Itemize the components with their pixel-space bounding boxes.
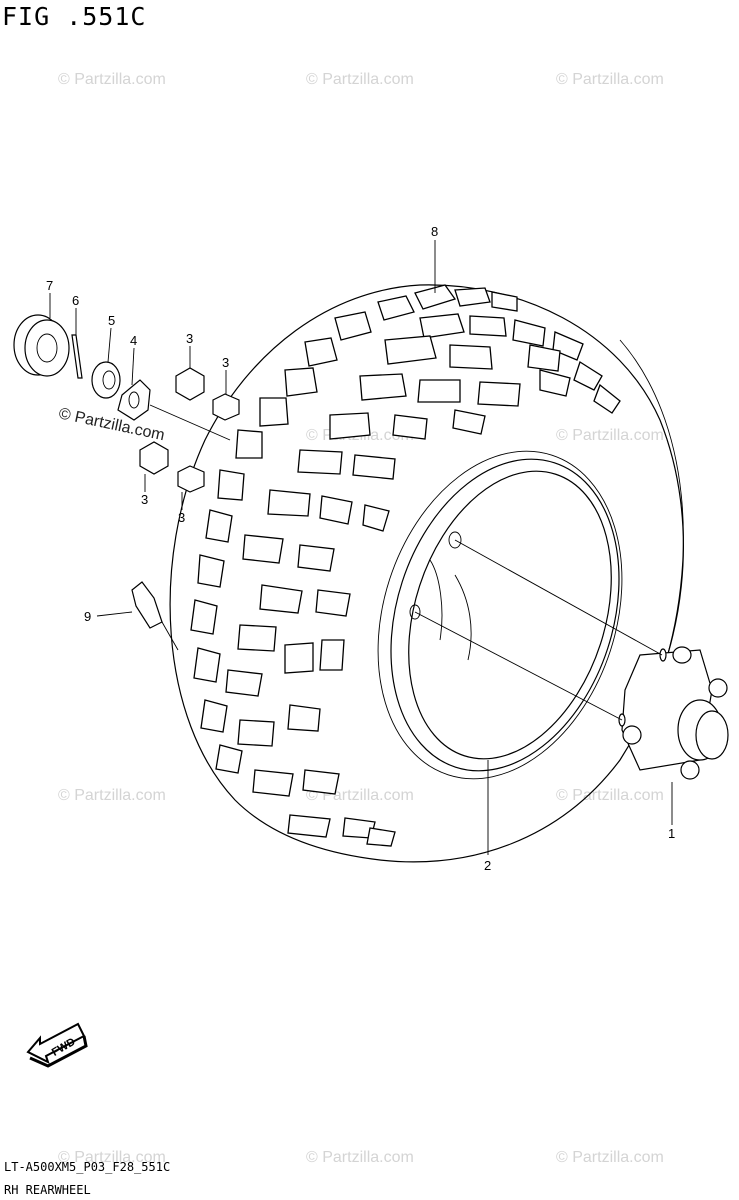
callout-2: 2 (484, 858, 491, 873)
diagram-caption: RH REARWHEEL (4, 1183, 91, 1197)
callout-3: 3 (186, 331, 193, 346)
callout-4: 4 (130, 333, 137, 348)
callout-1: 1 (668, 826, 675, 841)
rim-stud-hole (448, 531, 462, 549)
leader-line (149, 404, 231, 441)
watermark: © Partzilla.com (556, 787, 664, 804)
callout-6: 6 (72, 293, 79, 308)
callout-3: 3 (141, 492, 148, 507)
lug-nut[interactable] (175, 367, 205, 401)
watermark: © Partzilla.com (556, 71, 664, 88)
diagram-code: LT-A500XM5_P03_F28_551C (4, 1160, 171, 1174)
fwd-arrow: FWD (26, 1022, 88, 1068)
washer[interactable] (117, 379, 151, 421)
callout-3: 3 (178, 510, 185, 525)
callout-9: 9 (84, 609, 91, 624)
rim[interactable] (338, 419, 662, 810)
cotter-pin[interactable] (71, 334, 83, 379)
callout-leaders (49, 240, 673, 855)
tread-pattern (190, 284, 621, 847)
callout-7: 7 (46, 278, 53, 293)
axle-nut[interactable] (91, 361, 121, 399)
wheel-hub[interactable] (618, 646, 729, 780)
callout-5: 5 (108, 313, 115, 328)
hub-cap-nut[interactable] (13, 314, 70, 377)
valve-stem[interactable] (131, 581, 179, 651)
callouts: 8 7 6 5 4 3 3 3 3 9 2 1 (46, 224, 675, 873)
watermark: © Partzilla.com (556, 427, 664, 444)
rim-stud-hole (409, 604, 421, 620)
watermark: © Partzilla.com (556, 1149, 664, 1166)
watermark: © Partzilla.com (306, 1149, 414, 1166)
watermark-dark: © Partzilla.com (57, 405, 166, 444)
watermark: © Partzilla.com (306, 71, 414, 88)
leader-line (414, 611, 623, 721)
tire[interactable] (169, 284, 684, 863)
leader-line (454, 539, 663, 656)
lug-nut[interactable] (139, 441, 169, 475)
figure-title: FIG .551C (2, 2, 147, 31)
watermark: © Partzilla.com (58, 71, 166, 88)
watermark: © Partzilla.com (58, 787, 166, 804)
lug-nut[interactable] (177, 465, 205, 493)
lug-nut[interactable] (212, 393, 240, 421)
watermark: © Partzilla.com (58, 1149, 166, 1166)
callout-8: 8 (431, 224, 438, 239)
callout-3: 3 (222, 355, 229, 370)
